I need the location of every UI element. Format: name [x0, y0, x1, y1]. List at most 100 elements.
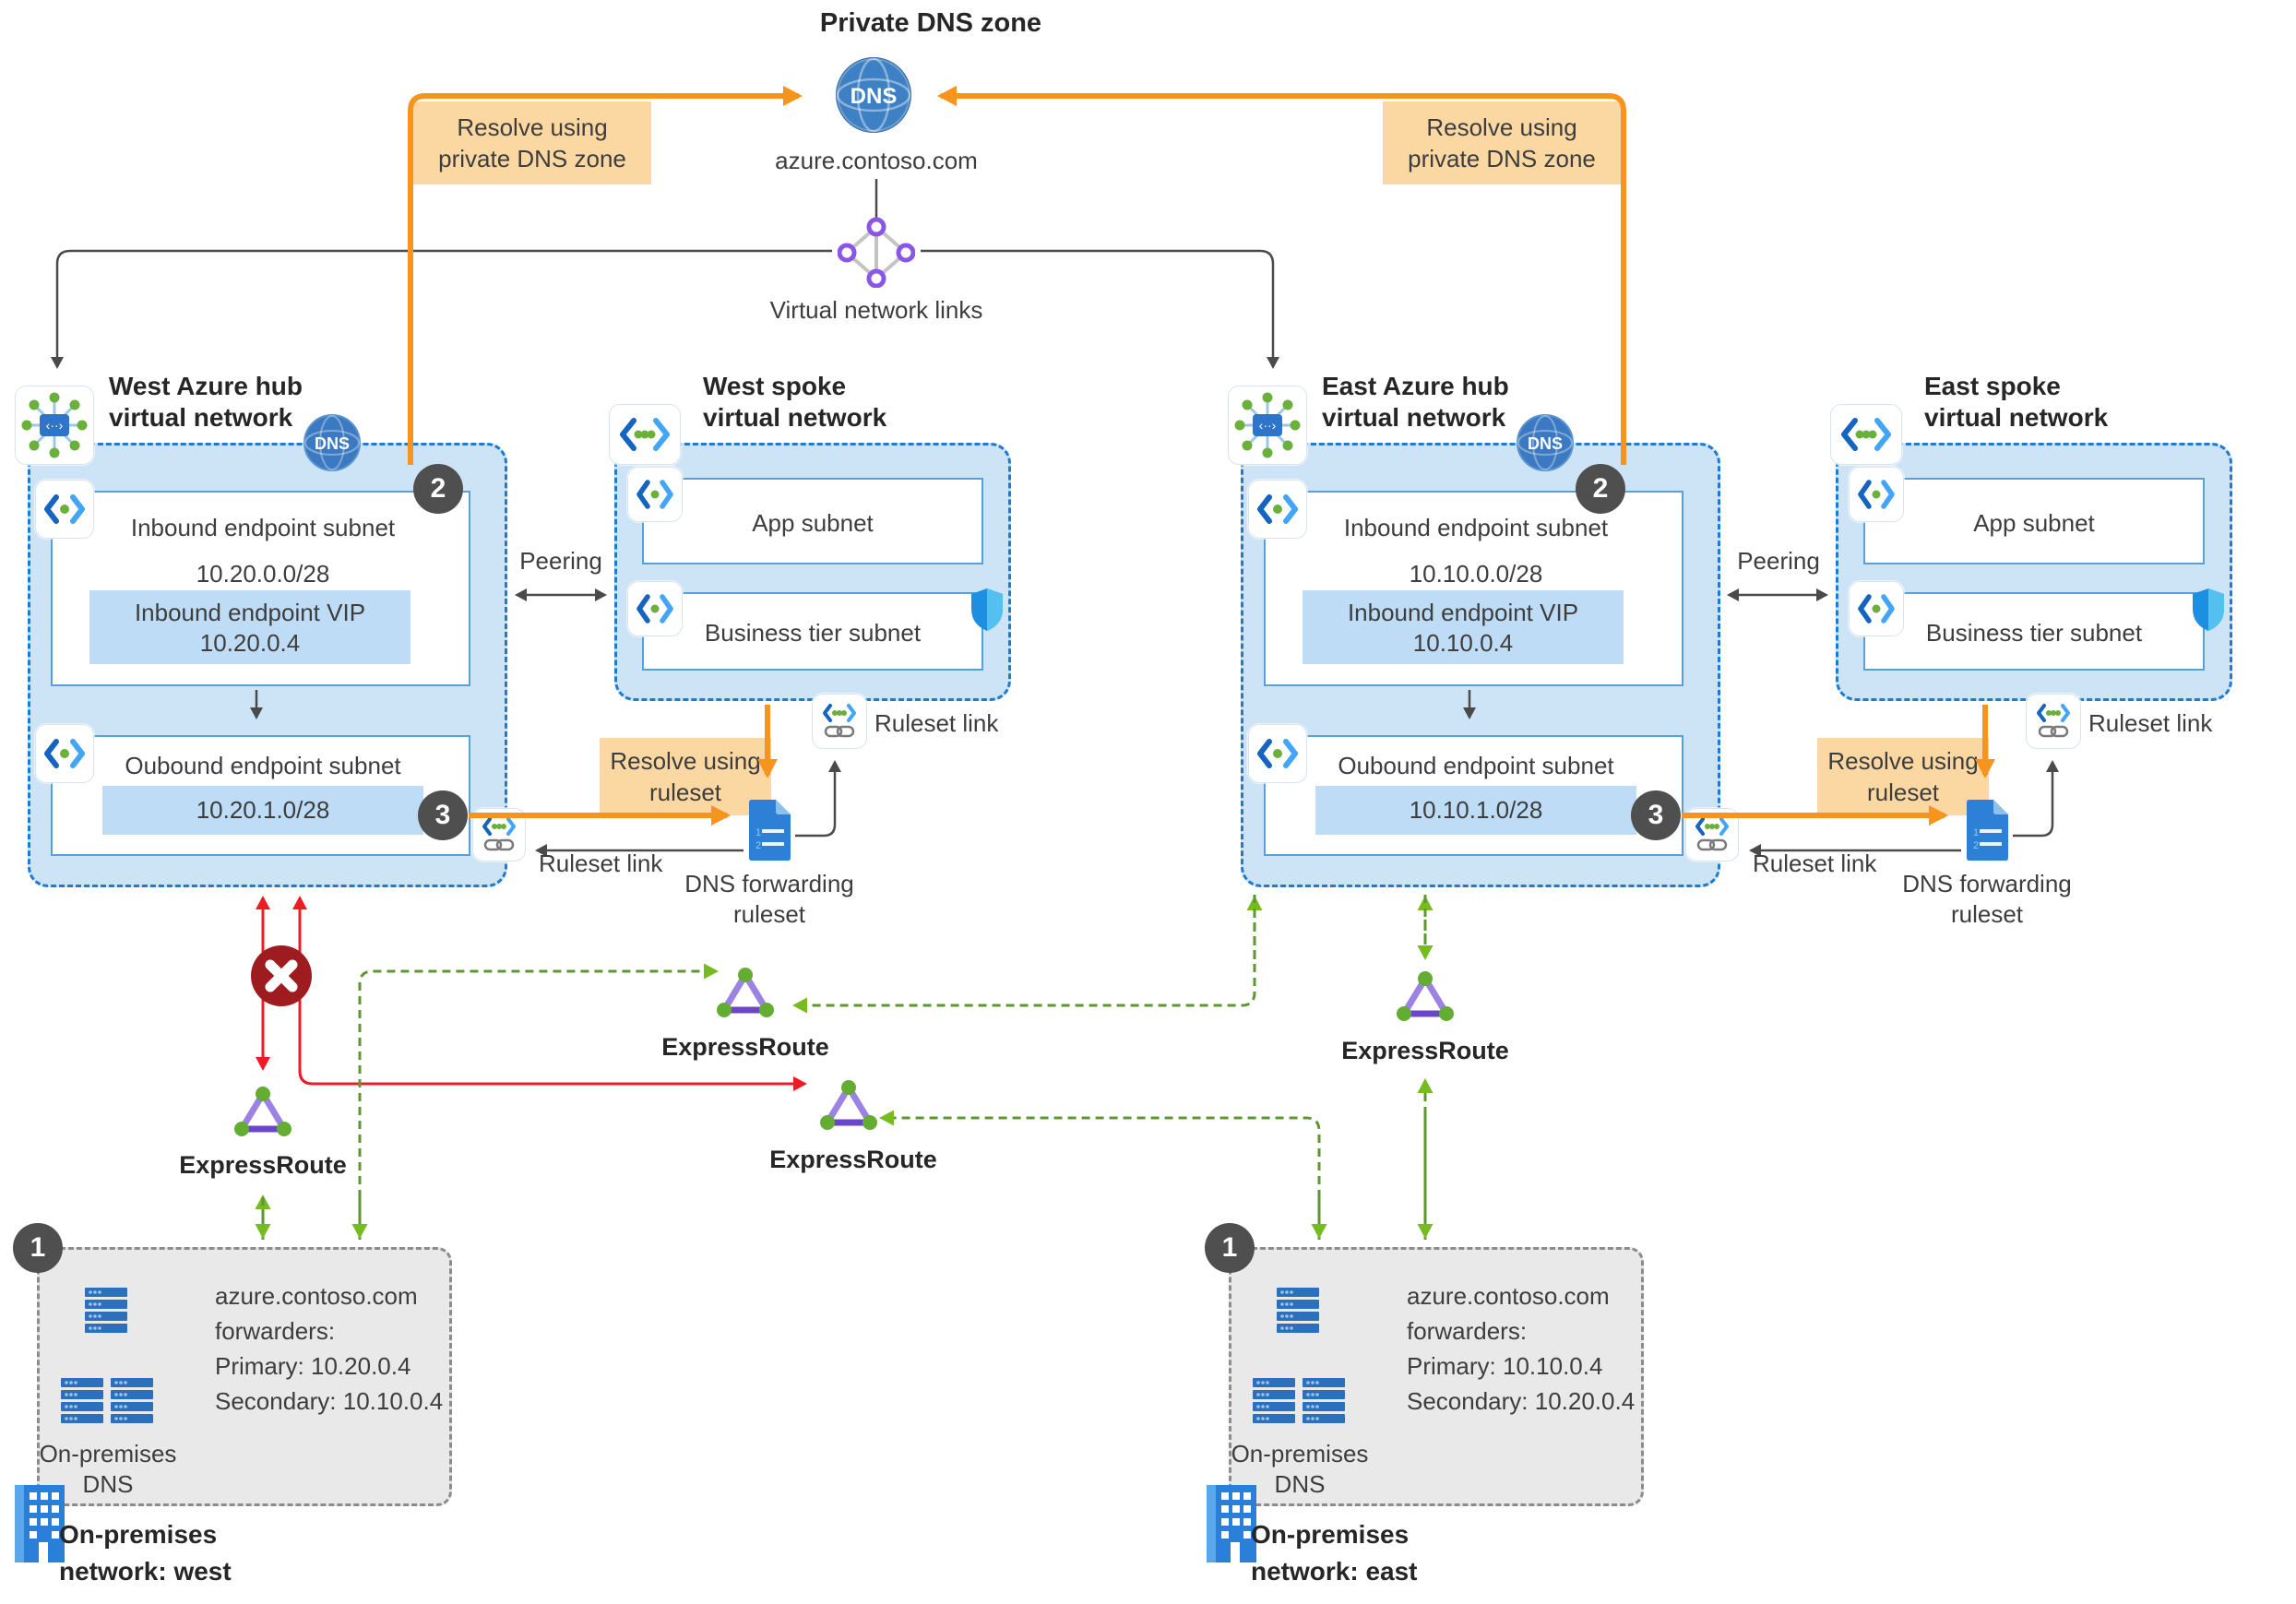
dns-forwarding-label-west: DNS forwarding ruleset: [684, 870, 854, 928]
ruleset-link-icon: [812, 694, 867, 749]
east-outbound-title: Oubound endpoint subnet: [1338, 752, 1614, 779]
east-inbound-vip: Inbound endpoint VIP 10.10.0.4: [1303, 590, 1624, 664]
dns-server-icon: [111, 1378, 153, 1426]
dns-server-icon: [1303, 1378, 1345, 1426]
virtual-network-icon: ‹··›: [1228, 386, 1307, 465]
svg-text:DNS: DNS: [851, 84, 898, 109]
expressroute-icon-center-lower: [819, 1079, 878, 1133]
building-icon: [1207, 1485, 1256, 1562]
onprem-east-network-label: On-premises network: east: [1251, 1520, 1418, 1586]
subnet-icon: [1849, 581, 1904, 636]
west-spoke-vnet: West spoke virtual network App subnet Bu…: [609, 372, 1011, 701]
dns-globe-icon: DNS: [835, 56, 912, 134]
west-inbound-title: Inbound endpoint subnet: [130, 514, 396, 541]
callout-resolve-ruleset-east: Resolve using ruleset: [1817, 738, 1989, 815]
step-3-badge: 3: [1631, 790, 1681, 840]
dns-resolver-badge: DNS: [303, 414, 361, 471]
virtual-network-links-icon: [838, 216, 915, 288]
subnet-icon: [627, 581, 683, 636]
onprem-east: 1 On-premises DNS azure.contoso.com forw…: [1205, 1223, 1644, 1586]
step-1-badge: 1: [13, 1223, 63, 1273]
subnet-icon: [35, 724, 94, 783]
west-biz-subnet: Business tier subnet: [642, 592, 983, 671]
ruleset-link-label: Ruleset link: [874, 709, 999, 737]
svg-text:‹··›: ‹··›: [1259, 418, 1277, 433]
east-spoke-title: East spoke virtual network: [1924, 372, 2109, 432]
ruleset-link-label: Ruleset link: [1753, 850, 1877, 877]
svg-text:1: 1: [755, 827, 761, 838]
expressroute-label: ExpressRoute: [661, 1033, 829, 1061]
subnet-icon: [1248, 480, 1307, 539]
dns-forwarding-label-east: DNS forwarding ruleset: [1902, 870, 2072, 928]
dns-server-icon: [85, 1288, 127, 1336]
expressroute-label: ExpressRoute: [1341, 1037, 1509, 1064]
west-hub-title: West Azure hub virtual network: [109, 372, 303, 432]
onprem-east-dns-label: On-premises DNS: [1231, 1440, 1369, 1498]
svg-text:DNS: DNS: [315, 434, 350, 453]
virtual-network-links-label: Virtual network links: [769, 296, 983, 324]
west-ruleset-to-spoke-link-line: [795, 760, 841, 838]
shield-icon: [2190, 587, 2227, 633]
expressroute-icon-east: [1396, 970, 1455, 1024]
error-x-icon: [251, 945, 312, 1006]
subnet-icon: [1849, 467, 1904, 522]
ruleset-link-icon: [2026, 694, 2081, 749]
east-outbound-cidr: 10.10.1.0/28: [1315, 786, 1636, 835]
svg-text:1: 1: [1973, 827, 1979, 838]
private-dns-zone-title: Private DNS zone: [819, 8, 1042, 38]
expressroute-label: ExpressRoute: [179, 1151, 347, 1179]
onprem-east-to-center-er: [879, 1110, 1321, 1240]
step-2-badge: 2: [413, 464, 463, 514]
building-icon: [15, 1485, 65, 1562]
east-outbound-subnet-box: Oubound endpoint subnet 10.10.1.0/28: [1264, 735, 1683, 856]
onprem-west-to-center-er: [358, 963, 719, 1240]
ruleset-link-label: Ruleset link: [2088, 709, 2213, 737]
onprem-west-for, forwarders-text: azure.contoso.com forwarders: Primary: 1…: [215, 1282, 444, 1415]
step-3-badge: 3: [418, 790, 468, 840]
dns-forwarding-ruleset-icon-east: 1 2: [1965, 799, 2009, 861]
spoke-vnet-icon: [609, 404, 681, 465]
green-connectors: [255, 895, 1434, 1240]
east-inbound-title: Inbound endpoint subnet: [1343, 514, 1609, 541]
dns-server-icon: [1277, 1288, 1319, 1336]
expressroute-icon-west: [233, 1086, 292, 1139]
subnet-icon: [627, 467, 683, 522]
west-inbound-cidr: 10.20.0.0/28: [196, 560, 330, 588]
east-hub-vnet: East Azure hub virtual network Inbound e…: [1228, 372, 1739, 887]
east-spoke-vnet: East spoke virtual network App subnet Bu…: [1830, 372, 2232, 701]
spoke-vnet-icon: [1830, 404, 1902, 465]
onprem-west-dns-label: On-premises DNS: [39, 1440, 177, 1498]
east-hub-title: East Azure hub virtual network: [1322, 372, 1509, 432]
subnet-icon: [35, 480, 94, 539]
svg-text:DNS: DNS: [1528, 434, 1563, 453]
east-app-subnet: App subnet: [1863, 478, 2205, 564]
links-to-west-hub-line: [51, 249, 832, 369]
shield-icon: [969, 587, 1005, 633]
step-2-badge: 2: [1576, 464, 1625, 514]
callout-resolve-ruleset-west: Resolve using ruleset: [600, 738, 771, 815]
west-hub-vnet: West Azure hub virtual network Inbound e…: [15, 372, 526, 887]
dns-resolver-badge: DNS: [1517, 414, 1574, 471]
dns-server-icon: [61, 1378, 103, 1426]
onprem-east-forwarders-text: azure.contoso.com forwarders: Primary: 1…: [1407, 1282, 1636, 1415]
east-inbound-cidr: 10.10.0.0/28: [1409, 560, 1543, 588]
callout-resolve-private-dns-west: Resolve using private DNS zone: [413, 101, 651, 184]
peering-label-east: Peering: [1737, 547, 1820, 575]
dns-server-icon: [1253, 1378, 1295, 1426]
west-outbound-subnet-box: Oubound endpoint subnet 10.20.1.0/28: [51, 735, 470, 856]
ruleset-link-icon: [1685, 808, 1739, 861]
east-biz-subnet: Business tier subnet: [1863, 592, 2205, 671]
onprem-west-network-label: On-premises network: west: [59, 1520, 232, 1586]
virtual-network-icon: ‹··›: [15, 386, 94, 465]
west-spoke-title: West spoke virtual network: [703, 372, 887, 432]
west-inbound-vip: Inbound endpoint VIP 10.20.0.4: [89, 590, 410, 664]
onprem-east-box: [1229, 1247, 1644, 1506]
peering-label-west: Peering: [519, 547, 602, 575]
west-app-subnet: App subnet: [642, 478, 983, 564]
svg-text:2: 2: [1973, 840, 1979, 851]
svg-text:2: 2: [755, 840, 761, 851]
onprem-west: 1 On-premises DNS azure.contoso.com forw…: [13, 1223, 452, 1586]
west-outbound-title: Oubound endpoint subnet: [125, 752, 401, 779]
dns-forwarding-ruleset-icon-west: 1 2: [747, 799, 791, 861]
